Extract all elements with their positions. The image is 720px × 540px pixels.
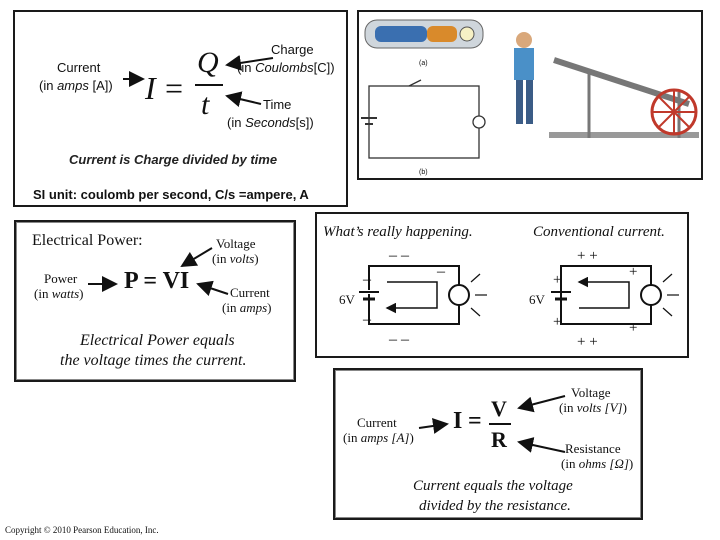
- current-flow-panel: What’s really happening. Conventional cu…: [315, 212, 689, 358]
- ohm-resistance-line1: Resistance: [565, 441, 621, 456]
- ohm-formula-I: I: [453, 408, 463, 434]
- ohm-formula-V: V: [491, 396, 507, 421]
- power-statement-line2: the voltage times the current.: [60, 352, 247, 369]
- analogy-image-panel: (a) (b): [357, 10, 703, 180]
- power-formula: P = VI: [124, 268, 190, 294]
- time-label-line1: Time: [263, 97, 292, 112]
- label-b: (b): [419, 169, 428, 176]
- real-flow-title: What’s really happening.: [323, 224, 473, 240]
- power-label-line1: Power: [44, 271, 78, 286]
- fraction-bar: [195, 84, 223, 86]
- svg-text:+: +: [553, 272, 561, 288]
- power-voltage-line1: Voltage: [216, 236, 256, 251]
- formula-I: I: [145, 70, 156, 106]
- ohm-statement-line1: Current equals the voltage: [413, 478, 573, 494]
- arrow-time: [225, 91, 262, 107]
- arrow-ohm-voltage: [517, 395, 566, 413]
- ohm-fraction-bar: [489, 423, 511, 425]
- real-flow-circuit: [359, 265, 487, 325]
- svg-text:– –: – –: [388, 331, 410, 348]
- power-current-line1: Current: [230, 285, 270, 300]
- label-a: (a): [419, 60, 428, 67]
- arrow-current-power: [196, 280, 229, 297]
- current-flow-circuits: – – – – – – – + + + + + + + +: [359, 247, 679, 350]
- power-current-line2: (in amps): [222, 300, 272, 315]
- right-battery-voltage: 6V: [529, 292, 545, 307]
- water-wheel-illustration: [514, 32, 699, 138]
- arrow-ohm-current: [418, 418, 449, 434]
- flashlight-illustration: [364, 19, 484, 49]
- svg-text:+ +: + +: [577, 334, 598, 350]
- power-label-line2: (in watts): [34, 286, 84, 301]
- charge-label-line1: Charge: [271, 42, 314, 57]
- charge-statement: Current is Charge divided by time: [69, 152, 278, 167]
- time-label-line2: (in Seconds[s]): [227, 115, 314, 130]
- power-statement-line1: Electrical Power equals: [80, 332, 235, 349]
- svg-text:–: –: [436, 263, 446, 280]
- svg-text:+ +: + +: [577, 248, 598, 264]
- ohms-law-panel: Current (in amps [A]) I = V R Voltage (i…: [333, 368, 643, 520]
- electrical-power-panel: Electrical Power: Voltage (in volts) Pow…: [14, 220, 296, 382]
- ohm-current-line2: (in amps [A]): [343, 430, 414, 445]
- si-unit-text: SI unit: coulomb per second, C/s =ampere…: [33, 187, 309, 202]
- ohm-voltage-line1: Voltage: [571, 385, 611, 400]
- svg-text:–: –: [362, 271, 372, 288]
- panel1-arrows: [123, 54, 274, 107]
- conventional-flow-title: Conventional current.: [533, 224, 665, 240]
- conventional-flow-signs: + + + + + + + +: [553, 248, 637, 350]
- power-voltage-line2: (in volts): [212, 251, 259, 266]
- simple-circuit: [361, 79, 486, 159]
- formula-Q: Q: [197, 46, 219, 79]
- arrow-voltage: [180, 247, 213, 268]
- left-battery-voltage: 6V: [339, 292, 355, 307]
- conventional-flow-circuit: [551, 265, 679, 325]
- current-label-line2: (in amps [A]): [39, 78, 113, 93]
- formula-t: t: [201, 88, 210, 121]
- power-title: Electrical Power:: [32, 232, 143, 249]
- copyright-text: Copyright © 2010 Pearson Education, Inc.: [5, 525, 159, 535]
- ohm-resistance-line2: (in ohms [Ω]): [561, 456, 634, 471]
- charge-current-panel: Current (in amps [A]) I = Q t Charge (in…: [13, 10, 348, 207]
- arrow-charge: [225, 54, 274, 71]
- svg-text:+: +: [553, 314, 561, 330]
- current-label-line1: Current: [57, 60, 101, 75]
- svg-text:–: –: [362, 311, 372, 328]
- real-flow-signs: – – – – – – –: [362, 247, 446, 348]
- ohm-statement-line2: divided by the resistance.: [419, 498, 571, 514]
- arrow-ohm-resistance: [517, 437, 566, 453]
- ohm-formula-equals: =: [468, 408, 482, 434]
- power-arrows: [88, 247, 229, 297]
- ohm-voltage-line2: (in volts [V]): [559, 400, 627, 415]
- ohm-current-line1: Current: [357, 415, 397, 430]
- ohm-formula-R: R: [491, 427, 507, 452]
- formula-equals: =: [165, 70, 184, 106]
- svg-text:– –: – –: [388, 247, 410, 264]
- svg-text:+: +: [629, 320, 637, 336]
- analogy-illustration: [361, 19, 699, 159]
- ohm-arrows: [418, 395, 566, 453]
- svg-text:+: +: [629, 264, 637, 280]
